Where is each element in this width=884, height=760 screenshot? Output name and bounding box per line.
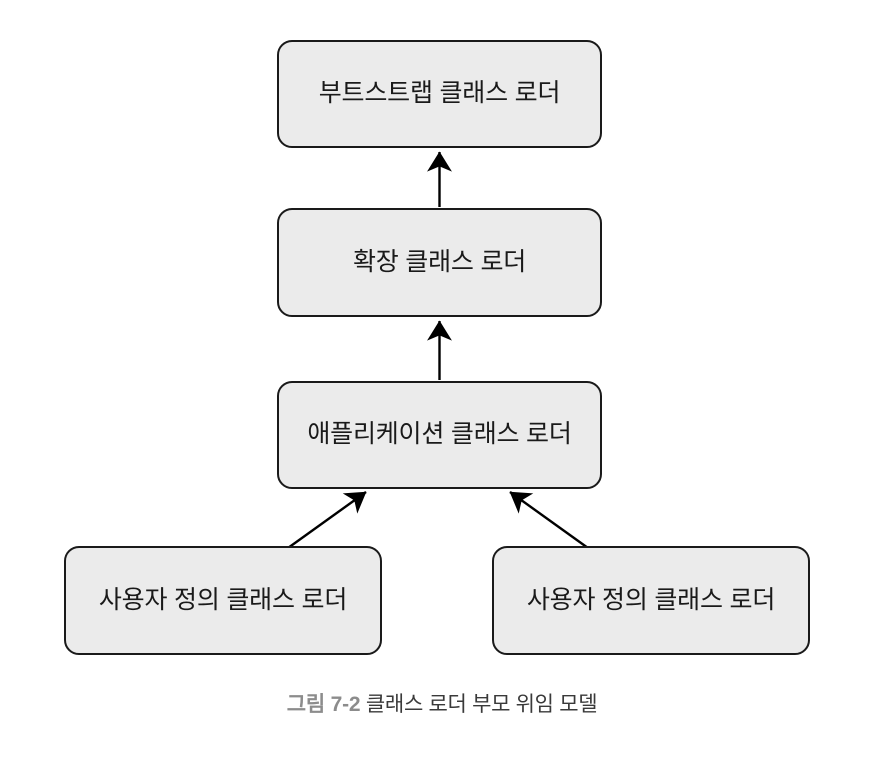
figure-caption-text: 클래스 로더 부모 위임 모델	[365, 693, 598, 716]
figure-caption: 그림 7-2 클래스 로더 부모 위임 모델	[0, 688, 884, 718]
node-label: 사용자 정의 클래스 로더	[526, 585, 776, 614]
node-label: 애플리케이션 클래스 로더	[307, 420, 572, 449]
node-bootstrap-class-loader: 부트스트랩 클래스 로더	[277, 40, 602, 148]
node-user-defined-class-loader-right: 사용자 정의 클래스 로더	[492, 546, 810, 655]
node-application-class-loader: 애플리케이션 클래스 로더	[277, 381, 602, 489]
node-user-defined-class-loader-left: 사용자 정의 클래스 로더	[64, 546, 382, 655]
node-label: 확장 클래스 로더	[352, 247, 527, 276]
edge-user-left-to-application	[287, 491, 367, 549]
edge-user-right-to-application	[509, 491, 589, 549]
node-label: 부트스트랩 클래스 로더	[318, 79, 561, 108]
figure-caption-number: 그림 7-2	[286, 693, 361, 716]
node-label: 사용자 정의 클래스 로더	[98, 585, 348, 614]
node-extension-class-loader: 확장 클래스 로더	[277, 208, 602, 317]
